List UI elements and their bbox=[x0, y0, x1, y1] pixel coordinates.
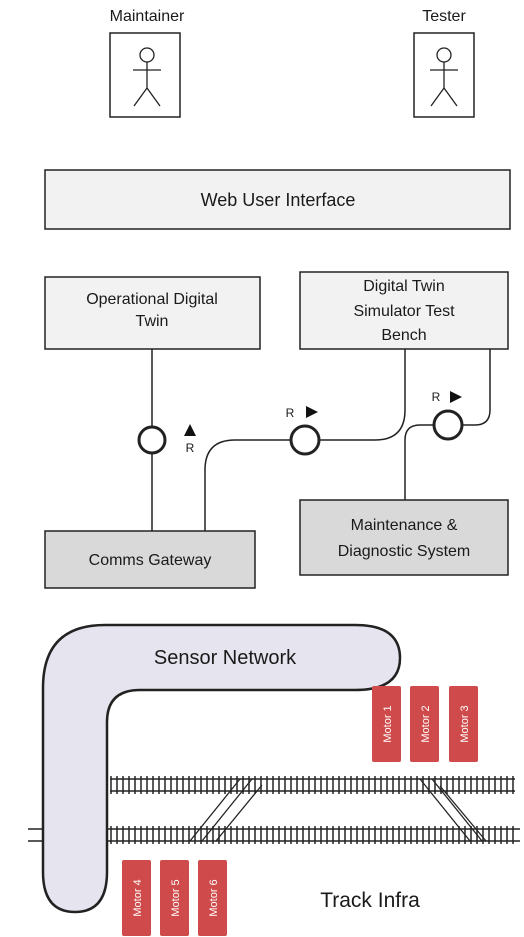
actor-maintainer-label: Maintainer bbox=[110, 8, 185, 25]
operational-twin-line1: Operational Digital bbox=[86, 291, 218, 308]
motor-4-label: Motor 4 bbox=[132, 879, 144, 916]
crossover-left bbox=[189, 778, 263, 842]
upper-track-ties bbox=[110, 776, 515, 794]
motor-4: Motor 4 bbox=[122, 860, 151, 936]
motor-1: Motor 1 bbox=[372, 686, 401, 762]
maintenance-line2: Diagnostic System bbox=[338, 543, 471, 560]
connector-simulator-to-interface bbox=[320, 349, 406, 441]
track-infra-label: Track Infra bbox=[320, 889, 420, 912]
motor-2: Motor 2 bbox=[410, 686, 439, 762]
interface-1-role: R bbox=[186, 441, 195, 455]
motor-5-label: Motor 5 bbox=[170, 879, 182, 916]
motor-3: Motor 3 bbox=[449, 686, 478, 762]
motor-2-label: Motor 2 bbox=[420, 705, 432, 742]
interface-2-role: R bbox=[286, 406, 295, 420]
digital-twin-simulator: Digital Twin Simulator Test Bench bbox=[299, 271, 509, 350]
motor-6-label: Motor 6 bbox=[208, 879, 220, 916]
motor-1-label: Motor 1 bbox=[382, 705, 394, 742]
connector-simulator-right bbox=[462, 349, 491, 426]
motor-3-label: Motor 3 bbox=[459, 705, 471, 742]
web-user-interface-label: Web User Interface bbox=[201, 190, 356, 210]
web-user-interface: Web User Interface bbox=[44, 169, 511, 230]
motors: Motor 1 Motor 2 Motor 3 Motor 4 Motor 5 … bbox=[122, 686, 478, 936]
operational-digital-twin: Operational Digital Twin bbox=[44, 276, 261, 350]
comms-gateway-label: Comms Gateway bbox=[89, 552, 212, 569]
actor-maintainer-box bbox=[109, 32, 181, 118]
actor-maintainer: Maintainer bbox=[109, 8, 185, 118]
sensor-network: Sensor Network bbox=[41, 623, 402, 914]
role-arrow-right-icon bbox=[306, 406, 318, 418]
connector-gateway-to-interface bbox=[204, 439, 290, 531]
actor-tester: Tester bbox=[413, 8, 475, 118]
sensor-network-label: Sensor Network bbox=[154, 647, 297, 669]
track-infra bbox=[28, 776, 520, 844]
connector-maintenance bbox=[404, 424, 433, 500]
interface-3: R bbox=[432, 390, 464, 441]
stick-figure-icon bbox=[133, 47, 161, 107]
simulator-line3: Bench bbox=[381, 327, 426, 344]
role-arrow-up-icon bbox=[184, 424, 196, 436]
operational-twin-line2: Twin bbox=[136, 313, 169, 330]
interface-1: R bbox=[137, 424, 196, 455]
interface-3-role: R bbox=[432, 390, 441, 404]
connectors bbox=[151, 349, 491, 531]
maintenance-diagnostic-system: Maintenance & Diagnostic System bbox=[299, 499, 509, 576]
actor-tester-label: Tester bbox=[422, 8, 466, 25]
interface-2: R bbox=[286, 406, 321, 456]
comms-gateway: Comms Gateway bbox=[44, 530, 256, 589]
role-arrow-right-icon bbox=[450, 391, 462, 403]
simulator-line2: Simulator Test bbox=[353, 303, 455, 320]
crossover-right bbox=[419, 778, 487, 842]
simulator-line1: Digital Twin bbox=[363, 278, 445, 295]
stick-figure-icon bbox=[430, 47, 458, 107]
maintenance-line1: Maintenance & bbox=[351, 517, 458, 534]
motor-5: Motor 5 bbox=[160, 860, 189, 936]
motor-6: Motor 6 bbox=[198, 860, 227, 936]
